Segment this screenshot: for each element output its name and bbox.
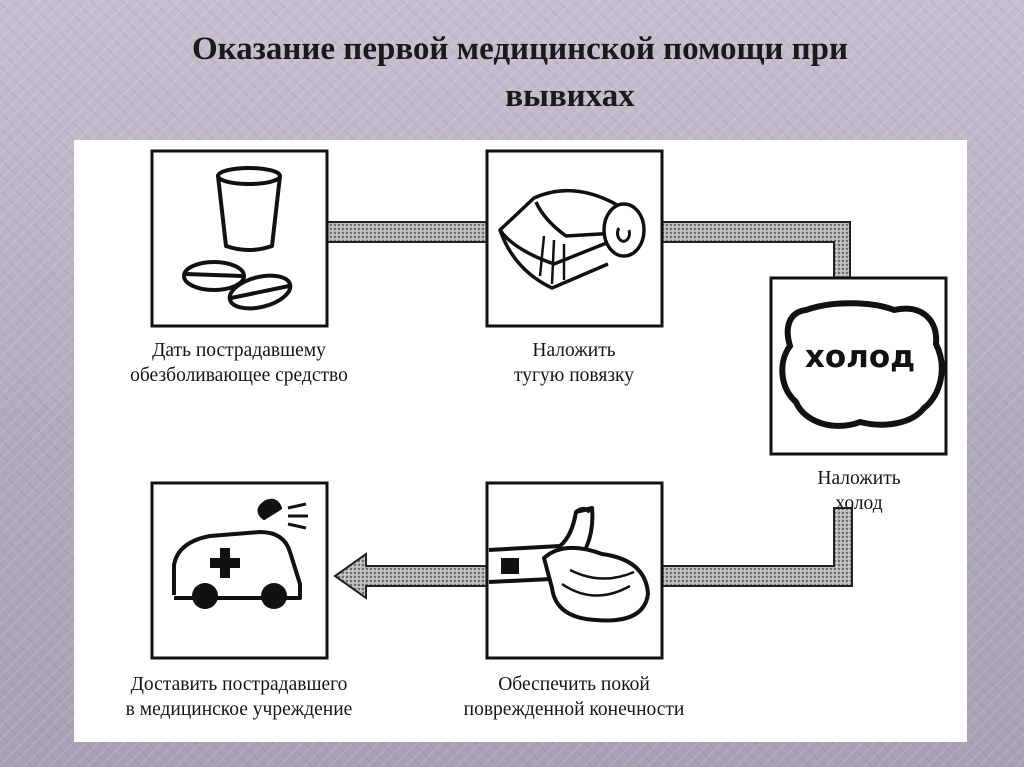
caption-line: в медицинское учреждение	[125, 699, 353, 720]
step-3-caption: Наложить холод	[759, 466, 959, 516]
step-1-box	[150, 149, 329, 328]
medicine-cup-pills-icon	[182, 166, 293, 311]
step-2-caption: Наложить тугую повязку	[424, 338, 724, 388]
caption-line: холод	[835, 493, 883, 514]
caption-line: Доставить пострадавшего	[130, 674, 348, 695]
connector-3-4	[661, 507, 853, 587]
connector-2-3	[661, 221, 851, 279]
bandage-roll-icon	[498, 188, 646, 290]
ambulance-icon	[172, 498, 308, 609]
immobilized-limb-icon	[488, 506, 650, 623]
caption-line: поврежденной конечности	[463, 699, 685, 720]
title-line-2: вывихах	[505, 78, 635, 114]
caption-line: Наложить	[532, 340, 616, 361]
step-4-caption: Обеспечить покой поврежденной конечности	[419, 672, 729, 722]
diagram-sheet: холод Дать пострадавшему обезболивающее …	[74, 140, 967, 742]
caption-line: Обеспечить покой	[498, 674, 650, 695]
cold-pack-icon: холод	[779, 300, 945, 429]
step-5-box	[150, 481, 329, 660]
step-1-caption: Дать пострадавшему обезболивающее средст…	[89, 338, 389, 388]
caption-line: обезболивающее средство	[130, 365, 348, 386]
connector-1-2	[326, 221, 488, 243]
cold-label: холод	[805, 339, 915, 375]
arrow-4-5	[333, 552, 488, 600]
caption-line: тугую повязку	[514, 365, 634, 386]
caption-line: Наложить	[817, 468, 901, 489]
step-5-caption: Доставить пострадавшего в медицинское уч…	[84, 672, 394, 722]
title-line-1: Оказание первой медицинской помощи при	[191, 31, 849, 67]
page-title: Оказание первой медицинской помощи при в…	[60, 26, 980, 120]
flow-diagram: холод	[150, 149, 948, 660]
caption-line: Дать пострадавшему	[152, 340, 326, 361]
